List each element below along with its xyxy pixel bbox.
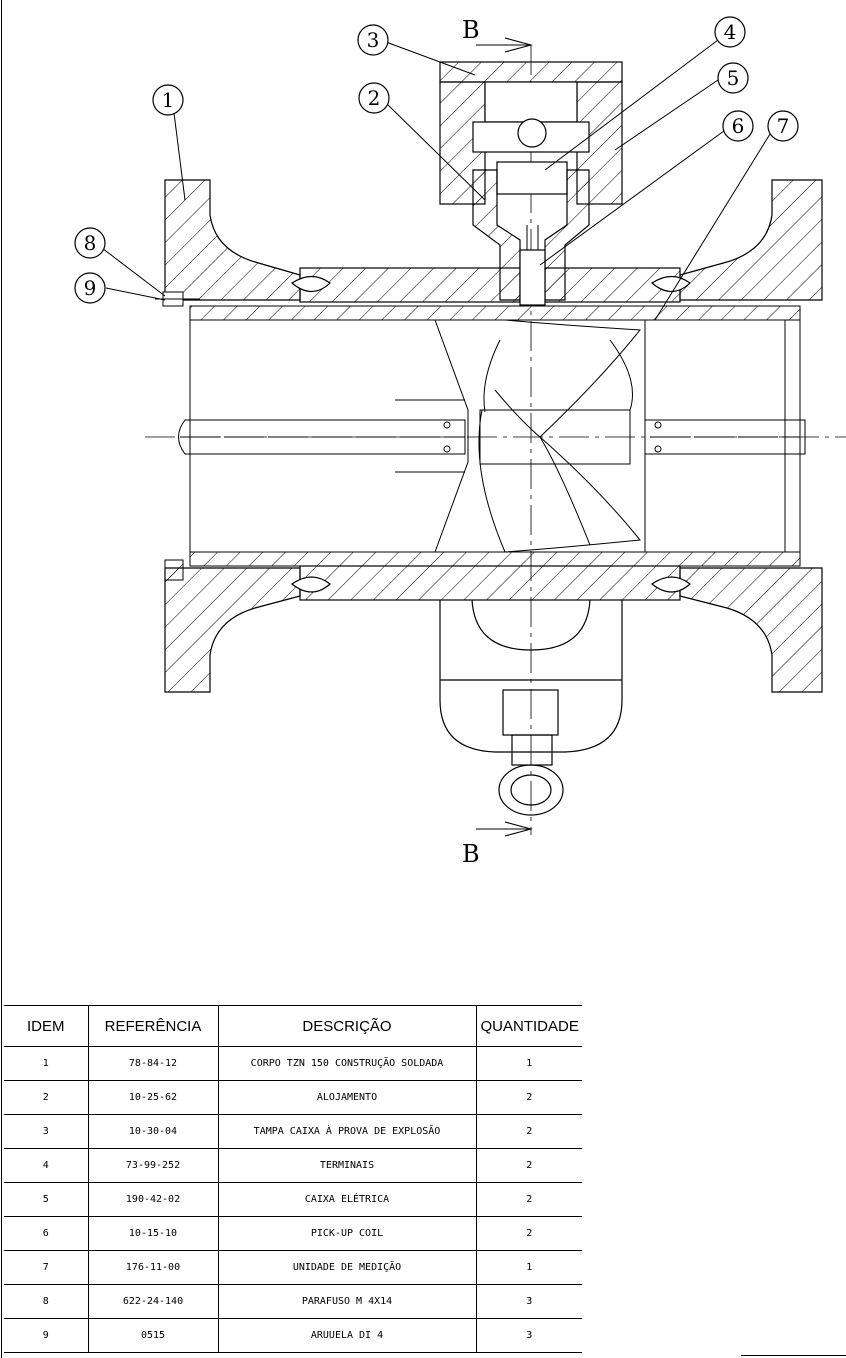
- header-description: DESCRIÇÃO: [217, 1005, 476, 1047]
- leader-lines: [97, 39, 771, 321]
- cell-description: TERMINAIS: [217, 1148, 476, 1183]
- callout-7: [767, 110, 799, 142]
- turbine-rotor: [478, 319, 641, 553]
- callout-2: [358, 82, 390, 114]
- cell-quantity: 3: [475, 1284, 582, 1319]
- cell-quantity: 1: [475, 1046, 582, 1081]
- header-item: IDEM: [4, 1005, 88, 1047]
- callout-9: [74, 272, 106, 304]
- cell-description: CAIXA ELÉTRICA: [217, 1182, 476, 1217]
- cell-description: UNIDADE DE MEDIÇÃO: [217, 1250, 476, 1285]
- cell-quantity: 3: [475, 1318, 582, 1353]
- screw-washer-assembly: [155, 291, 200, 581]
- cell-item: 1: [4, 1046, 88, 1081]
- cell-reference: 73-99-252: [87, 1148, 218, 1183]
- cell-reference: 622-24-140: [87, 1284, 218, 1319]
- cell-quantity: 1: [475, 1250, 582, 1285]
- cell-reference: 176-11-00: [87, 1250, 218, 1285]
- callout-5: [717, 62, 749, 94]
- body-part-1: [164, 179, 823, 693]
- bottom-rule: [741, 1355, 846, 1356]
- callout-label-4: 4: [724, 20, 737, 44]
- cell-description: ALOJAMENTO: [217, 1080, 476, 1115]
- header-reference: REFERÊNCIA: [87, 1005, 218, 1047]
- cell-reference: 10-30-04: [87, 1114, 218, 1149]
- cell-item: 7: [4, 1250, 88, 1285]
- cell-quantity: 2: [475, 1216, 582, 1251]
- cell-reference: 10-25-62: [87, 1080, 218, 1115]
- cell-description: PARAFUSO M 4X14: [217, 1284, 476, 1319]
- electrical-housing: [439, 61, 623, 306]
- callout-label-7: 7: [777, 114, 790, 138]
- section-arrow-top: [476, 37, 533, 53]
- measuring-unit-part-7: [178, 305, 806, 567]
- cell-item: 6: [4, 1216, 88, 1251]
- cell-item: 8: [4, 1284, 88, 1319]
- cell-description: TAMPA CAIXA À PROVA DE EXPLOSÃO: [217, 1114, 476, 1149]
- cell-description: PICK-UP COIL: [217, 1216, 476, 1251]
- header-quantity: QUANTIDADE: [475, 1005, 582, 1047]
- cell-item: 3: [4, 1114, 88, 1149]
- callout-3: [357, 24, 389, 56]
- callout-label-6: 6: [732, 114, 745, 138]
- junction-box-bottom: [439, 599, 623, 816]
- section-arrow-bottom: [476, 821, 533, 837]
- callout-label-1: 1: [162, 88, 175, 112]
- cell-description: ARUUELA DI 4: [217, 1318, 476, 1353]
- section-label-bottom: B: [462, 840, 480, 868]
- cell-quantity: 2: [475, 1080, 582, 1115]
- cell-item: 2: [4, 1080, 88, 1115]
- callout-label-8: 8: [84, 231, 97, 255]
- callout-label-5: 5: [727, 66, 740, 90]
- cell-reference: 190-42-02: [87, 1182, 218, 1217]
- cell-description: CORPO TZN 150 CONSTRUÇÃO SOLDADA: [217, 1046, 476, 1081]
- table-header-row: IDEM REFERÊNCIA DESCRIÇÃO QUANTIDADE: [4, 1005, 582, 1047]
- cell-reference: 10-15-10: [87, 1216, 218, 1251]
- cell-quantity: 2: [475, 1182, 582, 1217]
- section-label-top: B: [462, 16, 480, 44]
- callout-1: [152, 84, 184, 116]
- cell-item: 9: [4, 1318, 88, 1353]
- callout-label-2: 2: [368, 86, 381, 110]
- cell-quantity: 2: [475, 1114, 582, 1149]
- callout-6: [722, 110, 754, 142]
- callout-label-3: 3: [367, 28, 380, 52]
- cell-quantity: 2: [475, 1148, 582, 1183]
- cell-item: 4: [4, 1148, 88, 1183]
- page-border: [1, 0, 2, 1358]
- callout-label-9: 9: [84, 276, 97, 300]
- cell-reference: 0515: [87, 1318, 218, 1353]
- cell-reference: 78-84-12: [87, 1046, 218, 1081]
- callout-4: [714, 16, 746, 48]
- flowmeter-section-drawing: B B: [74, 16, 846, 868]
- callout-8: [74, 227, 106, 259]
- cell-item: 5: [4, 1182, 88, 1217]
